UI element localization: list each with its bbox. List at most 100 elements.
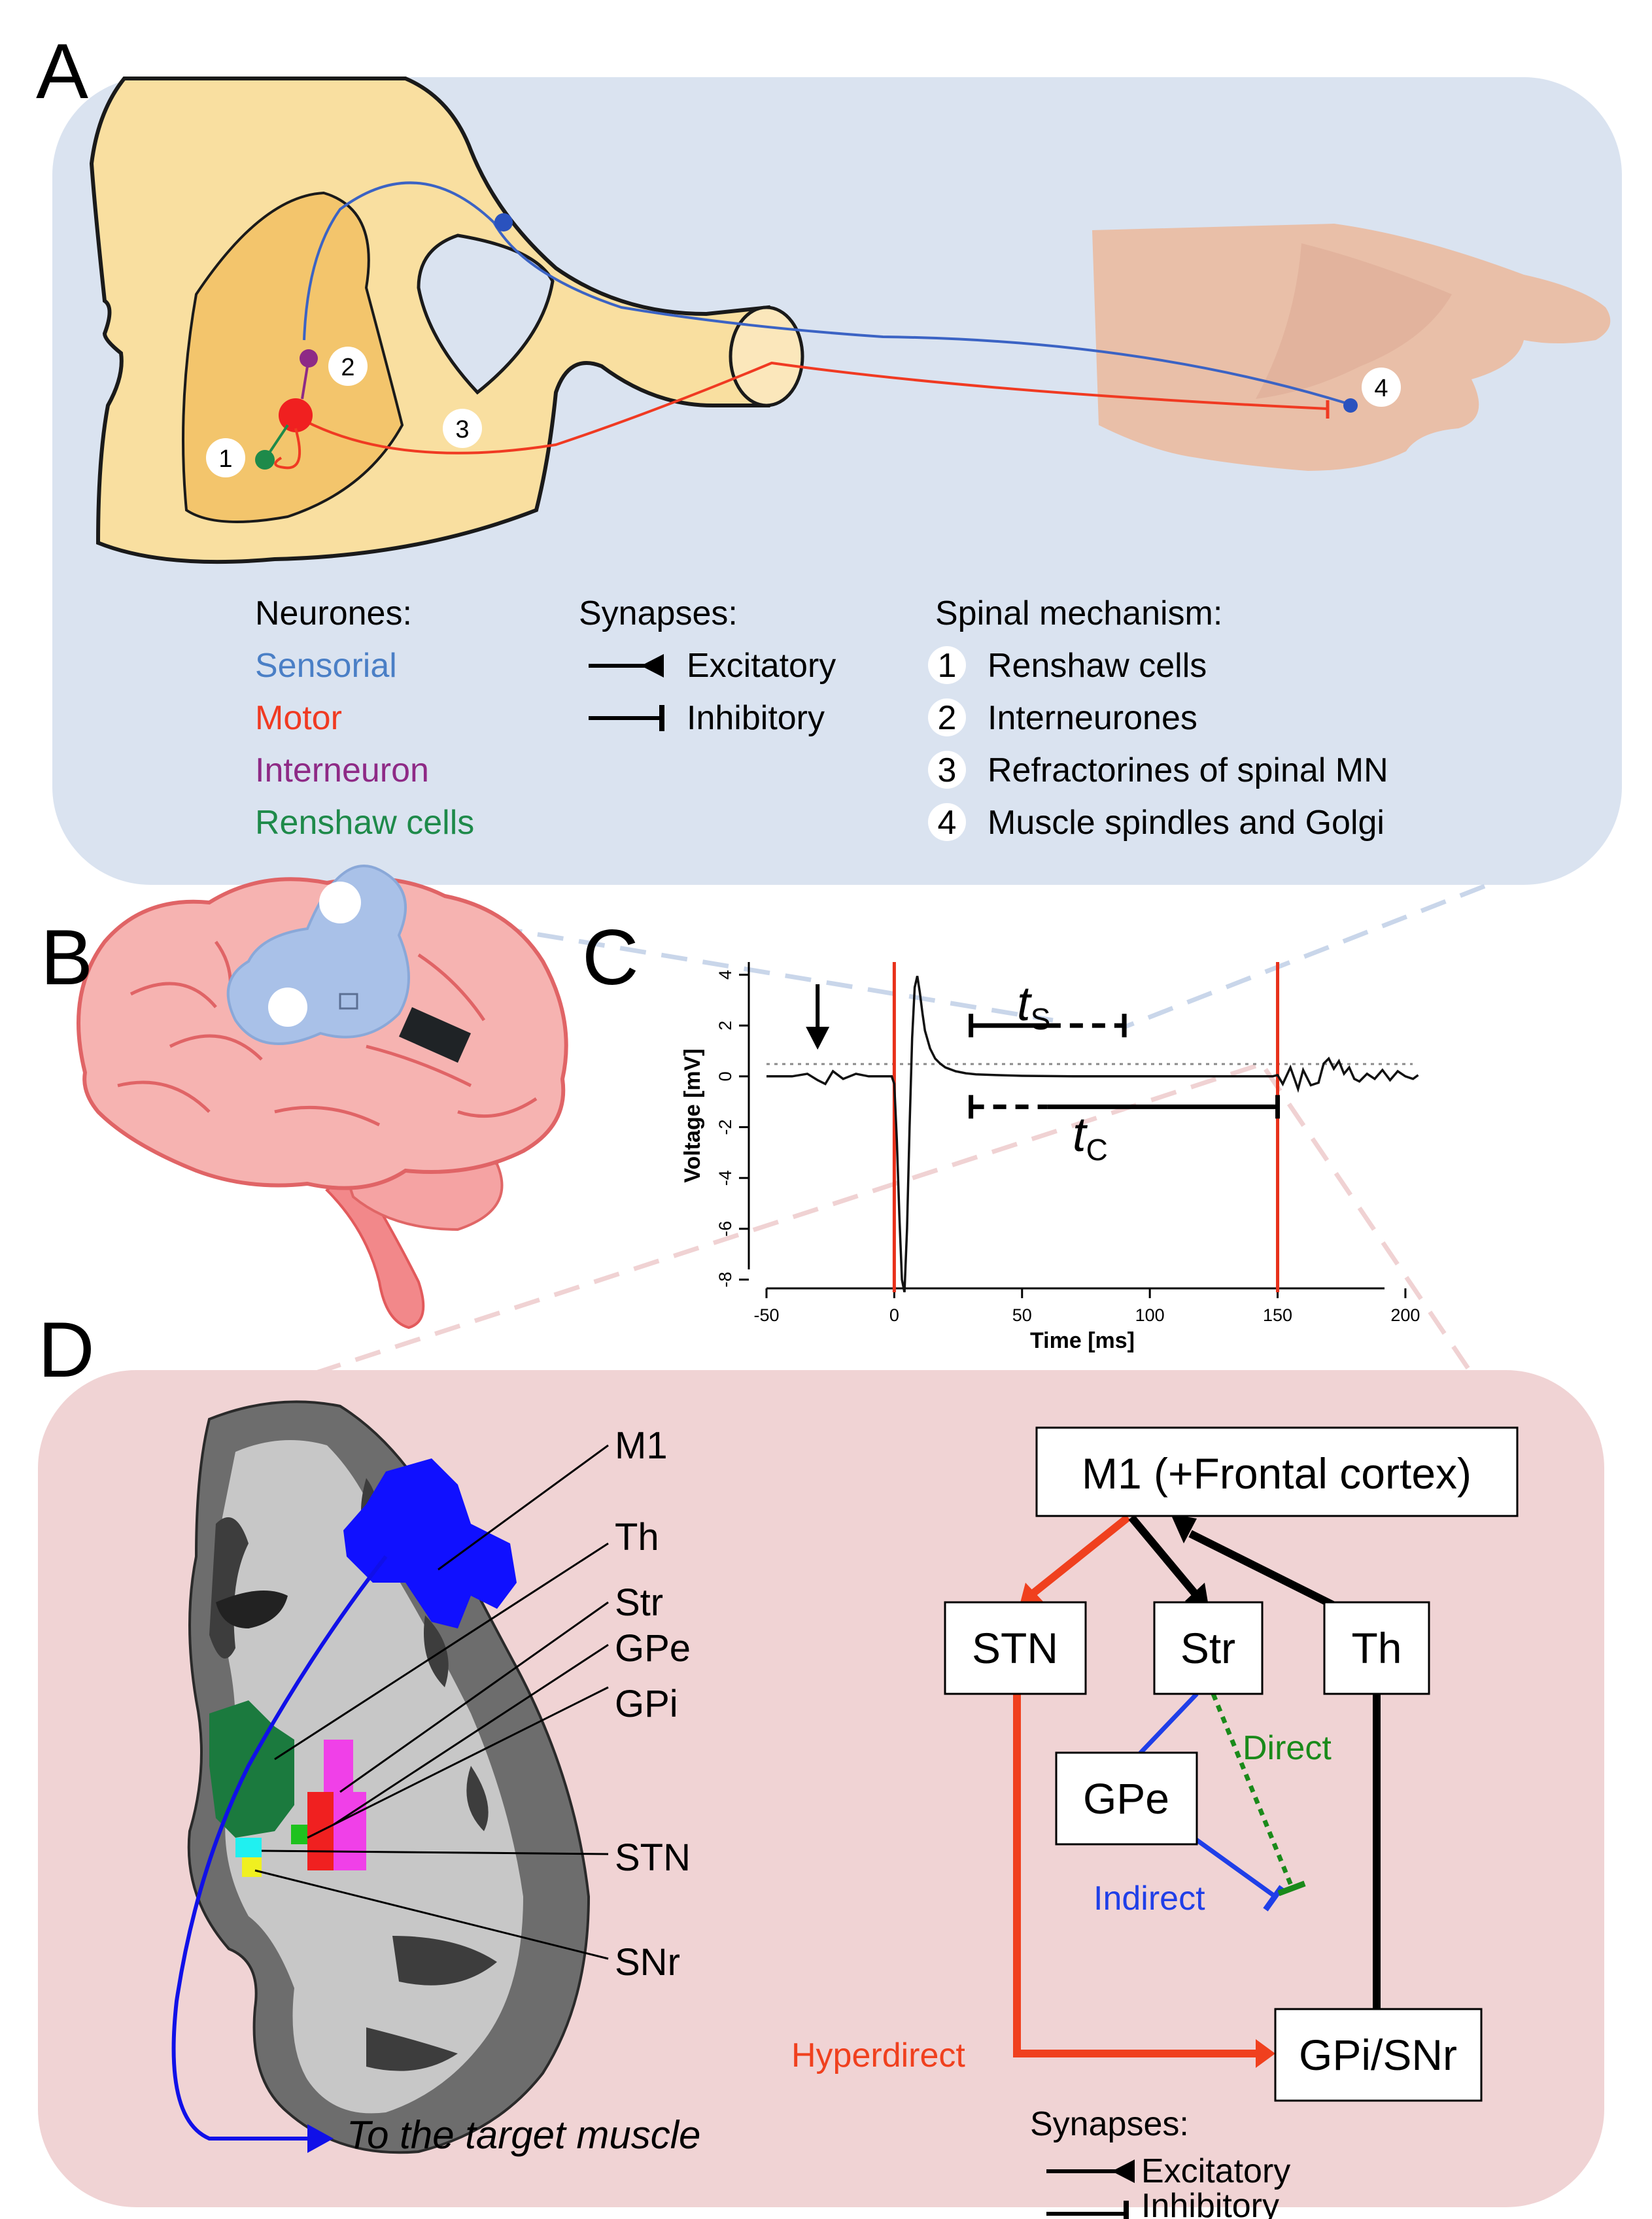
svg-text:3: 3 <box>455 416 469 443</box>
x-tick-label: 0 <box>889 1305 899 1325</box>
legend-mech-2: Interneurones <box>988 699 1197 737</box>
panel-b <box>77 865 568 1330</box>
svg-text:M1 (+Frontal cortex): M1 (+Frontal cortex) <box>1082 1449 1471 1498</box>
basal-ganglia-circuit: M1 (+Frontal cortex) STN Str Th GPe GPi/… <box>791 1426 1519 2102</box>
grey-matter <box>182 191 404 523</box>
legend-mech-3: Refractorines of spinal MN <box>988 751 1388 789</box>
legend-mechanism-title: Spinal mechanism: <box>935 594 1222 632</box>
marker-2: 2 <box>328 347 368 386</box>
legend-synapses-a: Synapses: Excitatory Inhibitory <box>579 594 836 737</box>
stn-to-gpi-edge <box>1013 1694 1256 2057</box>
panel-letter-a: A <box>36 27 88 115</box>
label-th: Th <box>615 1516 659 1558</box>
region-leader-lines <box>254 1444 609 1960</box>
svg-text:1: 1 <box>218 445 232 473</box>
sensory-ending <box>1343 398 1358 413</box>
y-tick-label: -8 <box>715 1272 735 1288</box>
legend-excitatory-d: Excitatory <box>1141 2152 1290 2190</box>
interneuron-soma <box>300 349 318 368</box>
str-to-gpi-direct-edge <box>1211 1693 1294 1888</box>
marker-1: 1 <box>206 438 245 477</box>
legend-excitatory-a: Excitatory <box>687 647 836 685</box>
y-tick-label: 2 <box>715 1021 735 1031</box>
box-gpi-snr: GPi/SNr <box>1274 2008 1483 2102</box>
legend-synapses-d: Synapses: Excitatory Inhibitory <box>1030 2105 1290 2219</box>
str-to-gpi-direct-bar <box>1277 1880 1306 1897</box>
label-hyperdirect: Hyperdirect <box>791 2037 965 2074</box>
corticospinal-arrowhead <box>307 2124 334 2153</box>
stimulus-arrow <box>806 984 830 1050</box>
stn-region <box>235 1838 262 1857</box>
legend-interneuron: Interneuron <box>255 751 429 789</box>
gpe-to-gpi-edge <box>1192 1836 1277 1899</box>
svg-text:STN: STN <box>972 1624 1058 1672</box>
legend-synapses-d-title: Synapses: <box>1030 2105 1189 2143</box>
snr-region <box>242 1857 262 1877</box>
legend-neurones: Neurones: Sensorial Motor Interneuron Re… <box>255 594 474 842</box>
svg-text:Str: Str <box>1180 1624 1235 1672</box>
label-indirect: Indirect <box>1093 1880 1205 1918</box>
svg-text:4: 4 <box>1374 375 1388 402</box>
sensory-neuron-axon <box>303 181 1354 407</box>
svg-text:GPe: GPe <box>1083 1774 1169 1823</box>
x-tick-label: -50 <box>753 1305 779 1325</box>
tms-coil-handle <box>399 1007 471 1063</box>
label-m1: M1 <box>615 1424 668 1467</box>
box-stn: STN <box>944 1601 1087 1695</box>
legend-motor: Motor <box>255 699 342 737</box>
box-str: Str <box>1153 1601 1264 1695</box>
label-gpi: GPi <box>615 1683 678 1725</box>
renshaw-feedback-axon <box>274 428 301 470</box>
mri-coronal-slice <box>187 1400 591 2154</box>
region-labels: M1 Th Str GPe GPi STN SNr <box>615 1424 691 1984</box>
connector-d-right <box>1264 1068 1473 1375</box>
y-tick-label: 0 <box>715 1071 735 1081</box>
legend-mech-4: Muscle spindles and Golgi <box>988 804 1385 842</box>
svg-text:Th: Th <box>1351 1624 1402 1672</box>
nerve-root-end <box>729 305 804 407</box>
stn-to-gpi-head <box>1256 2039 1275 2068</box>
y-axis-label: Voltage [mV] <box>680 1048 705 1182</box>
panel-letter-d: D <box>38 1306 95 1394</box>
tc-label: tC <box>1073 1107 1108 1167</box>
y-ticks: 420-2-4-6-8 <box>715 970 749 1288</box>
hand-shading <box>1256 243 1452 399</box>
svg-text:2: 2 <box>341 354 354 381</box>
x-tick-label: 100 <box>1135 1305 1165 1325</box>
dorsal-root-gap <box>417 233 555 395</box>
th-to-m1-head <box>1171 1514 1197 1543</box>
box-gpe: GPe <box>1055 1751 1198 1846</box>
connector-a-right <box>1124 884 1486 1029</box>
panel-letter-b: B <box>41 914 93 1001</box>
marker-3: 3 <box>443 409 482 448</box>
y-tick-label: -6 <box>715 1221 735 1237</box>
x-tick-label: 50 <box>1012 1305 1032 1325</box>
y-tick-label: 4 <box>715 970 735 980</box>
marker-4: 4 <box>1362 368 1401 407</box>
legend-neurones-title: Neurones: <box>255 594 412 632</box>
ts-label: tS <box>1017 976 1050 1036</box>
legend-inhibitory-d: Inhibitory <box>1141 2187 1279 2219</box>
label-gpe: GPe <box>615 1627 691 1670</box>
y-tick-label: -2 <box>715 1119 735 1135</box>
svg-text:3: 3 <box>938 751 957 789</box>
excitatory-symbol-d-head <box>1112 2159 1135 2183</box>
legend-mechanism: Spinal mechanism: 1 Renshaw cells 2 Inte… <box>928 594 1388 842</box>
panel-d: To the target muscle M1 Th Str GPe GPi S… <box>38 1370 1604 2219</box>
renshaw-to-mn-link <box>267 424 289 456</box>
brain-stem <box>325 1161 425 1330</box>
motor-neuron-soma <box>279 398 313 432</box>
excitatory-symbol-a-head <box>641 654 664 678</box>
interval-tc: tC <box>969 1095 1281 1167</box>
interval-ts: tS <box>969 976 1127 1038</box>
label-snr: SNr <box>615 1941 680 1984</box>
x-axis-label: Time [ms] <box>1030 1328 1135 1353</box>
legend-renshaw: Renshaw cells <box>255 804 474 842</box>
chart-plot-area <box>766 962 1419 1292</box>
m1-to-stn-edge <box>1027 1514 1131 1599</box>
brain-regions <box>209 1458 517 1877</box>
